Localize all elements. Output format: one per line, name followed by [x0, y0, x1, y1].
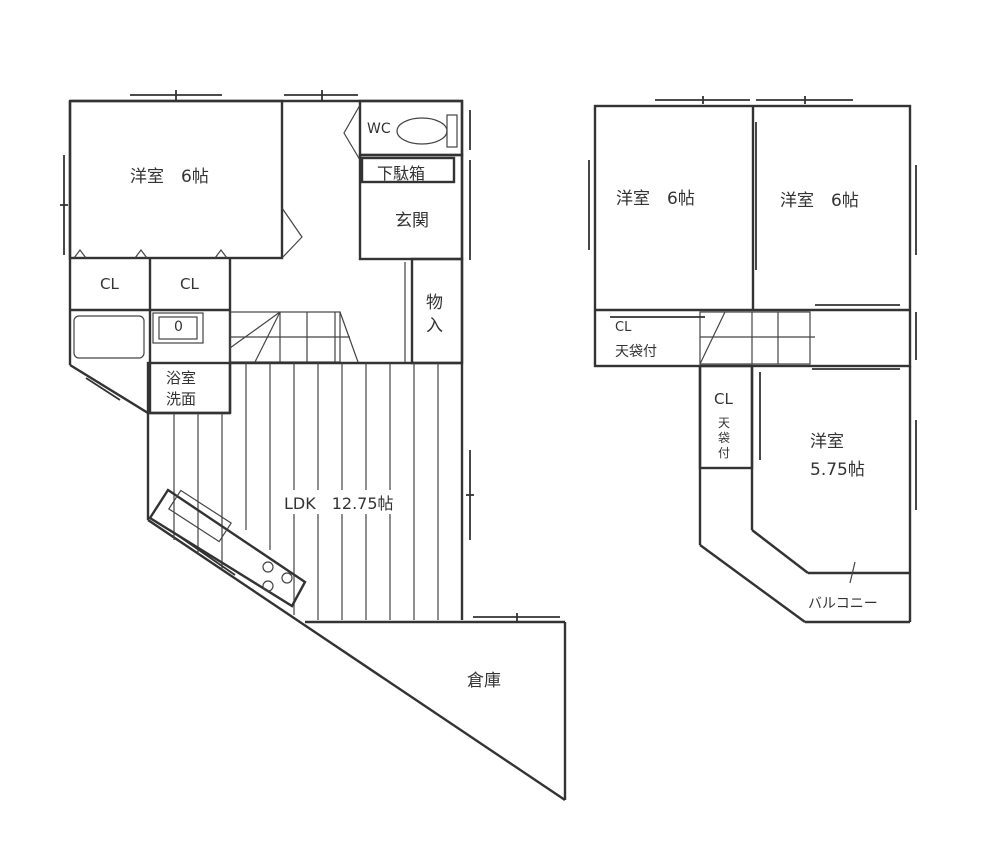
svg-text:0: 0 [174, 319, 183, 335]
room-western-2f-c-1: 洋室 [810, 432, 844, 452]
room-western-2f-b: 洋室 6帖 [780, 191, 859, 211]
closet-2f-b-4: 付 [718, 446, 731, 460]
room-western-1f: 洋室 6帖 [130, 167, 209, 187]
closet-2: CL [180, 275, 199, 293]
storage-char-2: 入 [426, 316, 443, 336]
closet-2f-a-2: 天袋付 [615, 344, 657, 360]
closet-2f-a-1: CL [615, 320, 632, 335]
closet-2f-b-2: 天 [718, 416, 731, 430]
bath-label-2: 洗面 [166, 390, 197, 408]
room-western-2f-a: 洋室 6帖 [616, 189, 695, 209]
room-entrance: 玄関 [395, 211, 429, 231]
floor-2-plan [588, 96, 917, 624]
room-ldk: LDK 12.75帖 [284, 490, 394, 514]
room-warehouse: 倉庫 [467, 671, 501, 691]
shoe-box: 下駄箱 [377, 164, 426, 183]
balcony: バルコニー [808, 596, 878, 612]
closet-1: CL [100, 275, 119, 293]
floor-1-plan: 0 [60, 90, 567, 801]
closet-2f-b-3: 袋 [718, 431, 731, 445]
closet-2f-b-1: CL [714, 390, 733, 408]
room-wc: WC [367, 121, 391, 137]
room-western-2f-c-2: 5.75帖 [810, 460, 865, 480]
bath-label-1: 浴室 [166, 369, 197, 387]
storage-char-1: 物 [426, 293, 443, 313]
